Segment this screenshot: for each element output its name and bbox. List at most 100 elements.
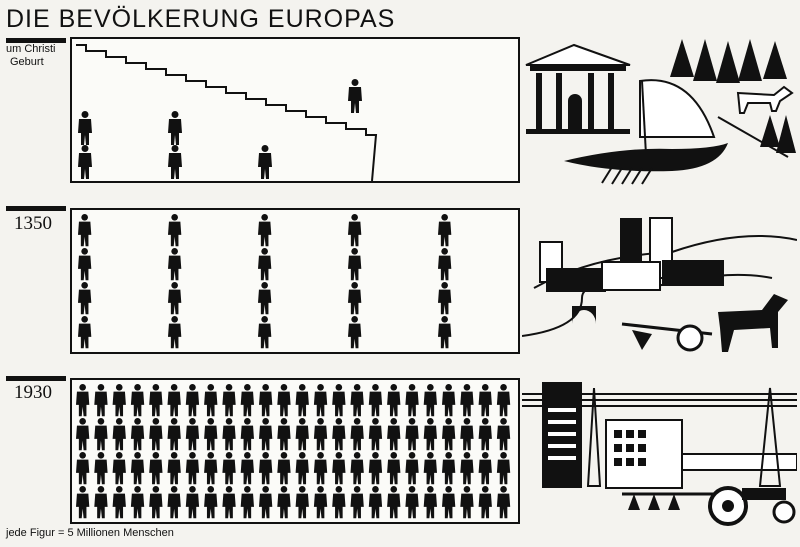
- chart-title: DIE BEVÖLKERUNG EUROPAS: [6, 5, 396, 33]
- person-figure: [258, 145, 272, 179]
- person-figure: [222, 384, 236, 417]
- person-figure: [167, 452, 181, 485]
- person-figure: [149, 486, 163, 519]
- row-marker: [6, 38, 66, 43]
- person-figure: [313, 418, 328, 451]
- person-figure: [76, 452, 90, 485]
- row-label-line2: Geburt: [10, 56, 44, 68]
- row-label-christi: um Christi Geburt: [6, 43, 68, 69]
- industrial-illustration: [522, 378, 797, 528]
- person-figure: [112, 384, 126, 417]
- person-figure: [350, 384, 364, 417]
- person-figure: [167, 384, 181, 417]
- person-figure: [332, 486, 346, 519]
- person-figure: [240, 486, 254, 519]
- person-figure: [387, 486, 401, 519]
- person-figure: [313, 486, 328, 519]
- person-figure: [405, 452, 419, 485]
- person-figure: [240, 384, 254, 417]
- person-figure: [185, 384, 200, 417]
- person-figure: [149, 418, 163, 451]
- person-figure: [496, 452, 511, 485]
- person-figure: [438, 214, 452, 247]
- person-figure: [222, 418, 236, 451]
- person-figure: [438, 282, 452, 315]
- pictogram-area-1930: [76, 384, 511, 519]
- person-figure: [168, 111, 182, 145]
- person-figure: [423, 452, 437, 485]
- person-figure: [258, 316, 272, 349]
- person-figure: [204, 486, 218, 519]
- person-figure: [258, 248, 272, 281]
- person-figure: [423, 418, 437, 451]
- person-figure: [240, 418, 254, 451]
- person-figure: [442, 486, 456, 519]
- person-figure: [112, 418, 126, 451]
- panel-1350: [70, 208, 520, 354]
- person-figure: [348, 316, 362, 349]
- person-figure: [112, 452, 126, 485]
- person-figure: [313, 452, 328, 485]
- pictogram-area-1350: [78, 214, 452, 349]
- person-figure: [295, 418, 309, 451]
- person-figure: [168, 282, 182, 315]
- person-figure: [442, 452, 456, 485]
- person-figure: [94, 486, 108, 519]
- person-figure: [167, 418, 181, 451]
- panel-christi: [70, 37, 520, 183]
- person-figure: [368, 452, 383, 485]
- person-figure: [168, 316, 182, 349]
- person-figure: [348, 214, 362, 247]
- row-label-line1: um Christi: [6, 43, 56, 55]
- antiquity-illustration: [522, 37, 797, 187]
- person-figure: [460, 384, 474, 417]
- panel-1930: [70, 378, 520, 524]
- person-figure: [478, 486, 492, 519]
- industrial-icon: [522, 382, 797, 526]
- person-figure: [168, 248, 182, 281]
- person-figure: [405, 486, 419, 519]
- person-figure: [130, 384, 145, 417]
- person-figure: [405, 384, 419, 417]
- person-figure: [478, 418, 492, 451]
- person-figure: [222, 452, 236, 485]
- person-figure: [130, 452, 145, 485]
- person-figure: [167, 486, 181, 519]
- person-figure: [478, 384, 492, 417]
- row-label-1350: 1350: [14, 213, 52, 234]
- person-figure: [442, 418, 456, 451]
- person-figure: [258, 214, 272, 247]
- person-figure: [78, 248, 92, 281]
- person-figure: [496, 418, 511, 451]
- person-figure: [277, 418, 291, 451]
- person-figure: [149, 452, 163, 485]
- person-figure: [185, 452, 200, 485]
- person-figure: [332, 452, 346, 485]
- medieval-illustration: [522, 208, 797, 358]
- person-figure: [350, 418, 364, 451]
- row-marker: [6, 206, 66, 211]
- person-figure: [168, 214, 182, 247]
- person-figure: [259, 486, 273, 519]
- person-figure: [348, 79, 362, 113]
- person-figure: [78, 214, 92, 247]
- person-figure: [277, 452, 291, 485]
- person-figure: [387, 452, 401, 485]
- person-figure: [442, 384, 456, 417]
- person-figure: [76, 418, 90, 451]
- person-figure: [259, 384, 273, 417]
- person-figure: [478, 452, 492, 485]
- person-figure: [460, 486, 474, 519]
- person-figure: [185, 486, 200, 519]
- row-marker: [6, 376, 66, 381]
- person-figure: [368, 418, 383, 451]
- person-figure: [405, 418, 419, 451]
- person-figure: [387, 384, 401, 417]
- pictogram-area-christi: [76, 44, 378, 181]
- person-figure: [277, 384, 291, 417]
- person-figure: [78, 111, 92, 145]
- person-figure: [295, 452, 309, 485]
- person-figure: [94, 418, 108, 451]
- person-figure: [496, 384, 511, 417]
